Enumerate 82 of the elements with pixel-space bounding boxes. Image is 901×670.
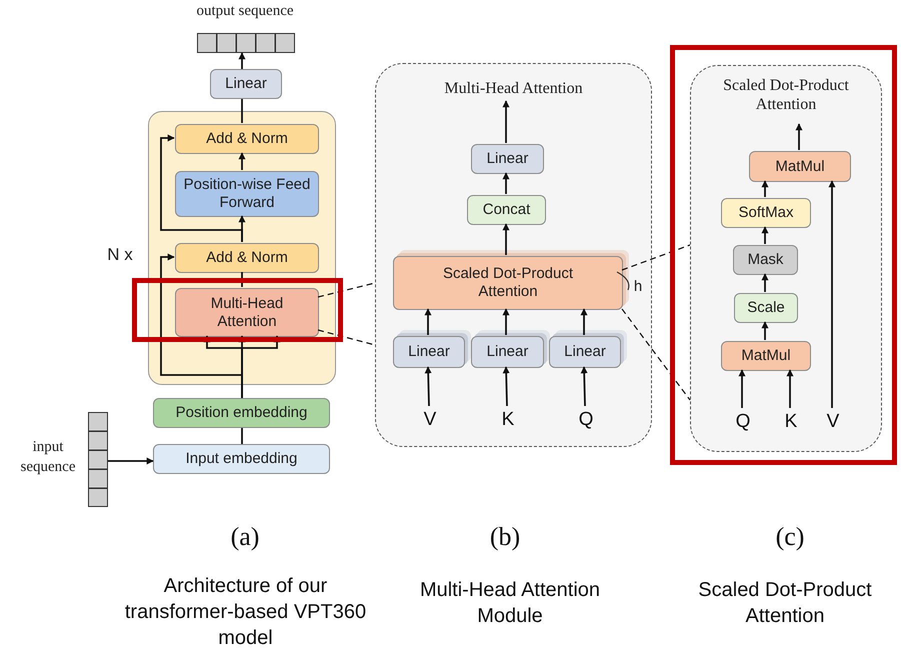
zoom-guide-line [622, 244, 690, 271]
arrow [108, 458, 154, 464]
sequence-label: input sequence [20, 438, 76, 476]
embedding-box [153, 398, 330, 428]
sequence-label: output sequence [195, 2, 295, 21]
zoom-guide-line [318, 282, 376, 298]
connector-line [241, 272, 243, 287]
arrow [762, 180, 768, 197]
scale-box [734, 293, 798, 323]
arrow [762, 273, 768, 292]
matmul-box [721, 341, 811, 371]
input-label: V [826, 410, 840, 434]
arrow [786, 369, 794, 408]
panel-title: Scaled Dot-Product Attention [722, 76, 850, 114]
node-label: SoftMax [738, 204, 794, 222]
arrow [828, 180, 836, 408]
input-label: V [424, 408, 436, 432]
linear-layer-box [471, 144, 544, 174]
node-label: Linear [408, 343, 450, 361]
figure-caption: Architecture of our transformer-based VPT360 model [124, 574, 368, 651]
node-label: MatMul [741, 347, 791, 365]
input-label: Q [578, 408, 594, 432]
connector-line [241, 99, 243, 123]
node-label: Linear [486, 343, 528, 361]
node-label: Scale [747, 299, 785, 317]
node-label: Add & Norm [206, 249, 288, 267]
input-label: K [784, 410, 798, 434]
softmax-box [721, 198, 811, 228]
arrow [502, 172, 510, 194]
node-label: Position-wise Feed Forward [182, 176, 312, 212]
node-label: Position embedding [176, 404, 308, 422]
arrow [238, 152, 246, 170]
arrow [762, 321, 768, 340]
node-label: Linear [564, 343, 606, 361]
node-label: Linear [486, 150, 528, 168]
arrow [238, 52, 246, 69]
panel-title: Multi-Head Attention [443, 79, 584, 98]
scaled-dot-product-panel [690, 65, 882, 452]
node-label: Concat [482, 201, 530, 219]
output-sequence-bar [197, 33, 295, 53]
arrow [424, 366, 432, 406]
arrow [160, 134, 243, 242]
mask-box [733, 245, 798, 275]
node-label: Multi-Head Attention [210, 294, 284, 330]
matmul-box [749, 151, 851, 182]
figure-caption: Multi-Head Attention Module [418, 578, 602, 629]
arrow [738, 369, 746, 408]
node-label: Linear [225, 75, 267, 93]
subfigure-label: (c) [774, 521, 806, 553]
subfigure-label: (a) [230, 521, 260, 553]
zoom-guide-line [318, 329, 376, 346]
arrow [424, 308, 432, 335]
input-sequence-bar [88, 412, 108, 507]
input-label: Q [736, 410, 750, 434]
arrow [580, 308, 588, 335]
arrow [796, 123, 802, 150]
subfigure-label: (b) [488, 521, 522, 553]
node-label: MatMul [775, 158, 825, 176]
figure-caption: Scaled Dot-Product Attention [697, 578, 873, 629]
arrow [580, 366, 588, 406]
node-label: Add & Norm [206, 130, 288, 148]
encoder-block [148, 111, 336, 385]
multi-head-attention-panel [375, 63, 652, 447]
arrow [502, 308, 510, 335]
arrow [762, 226, 768, 244]
embedding-box [153, 444, 330, 474]
feed-forward-box [175, 171, 319, 217]
add-norm-box [175, 243, 319, 273]
arrow [502, 100, 510, 143]
add-norm-box [175, 124, 319, 154]
node-label: Input embedding [186, 450, 298, 468]
concat-box [467, 195, 546, 225]
linear-layer-box [210, 69, 282, 99]
attention-box [175, 288, 319, 337]
input-label: K [502, 408, 514, 432]
head-count-label: h [632, 277, 644, 296]
connector-line [241, 428, 243, 444]
repeat-label: N x [106, 244, 134, 266]
arrow [502, 223, 510, 255]
node-label: Scaled Dot-Product Attention [442, 265, 574, 301]
arrow [502, 366, 510, 406]
node-label: Mask [748, 251, 784, 269]
